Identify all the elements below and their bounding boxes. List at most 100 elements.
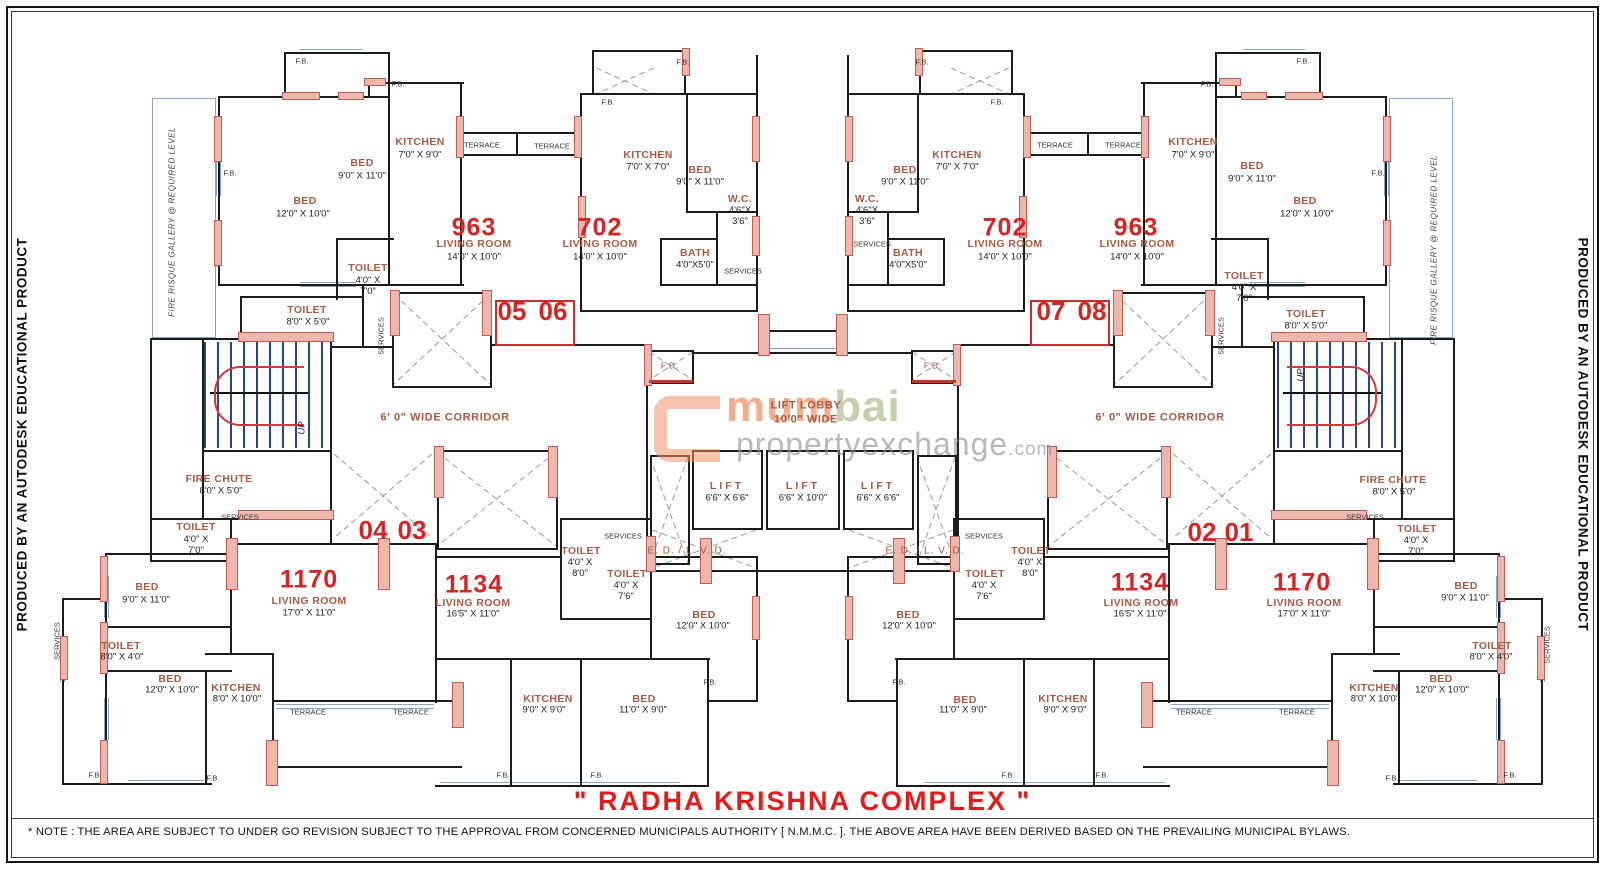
wall-segment [460, 82, 462, 286]
room-label-bath: BATH [680, 246, 710, 259]
fb-label: F.B. [295, 56, 309, 66]
wall-fill [1327, 740, 1339, 786]
wall-segment [458, 132, 582, 134]
room-label-bed: BED [1429, 672, 1453, 685]
room-label-toilet: TOILET [1224, 269, 1264, 282]
wall-segment [1011, 50, 1013, 95]
wall-segment [896, 785, 1170, 787]
wall-fill [758, 314, 770, 356]
services-vertical-label: SERVICES [52, 622, 62, 660]
room-label-bed: BED [1240, 159, 1264, 172]
wall-segment [1541, 598, 1543, 785]
ed-lvd-label: E. D. / L. V. D. [885, 545, 965, 557]
wall-segment [362, 284, 364, 346]
room-label-living: LIVING ROOM [1103, 596, 1179, 609]
wall-segment [1143, 82, 1145, 286]
dim-label: 8'0" X 10'0" [212, 693, 262, 705]
dim-label: 7'0" X 9'0" [398, 149, 442, 161]
fb-label: F.B. [1296, 56, 1310, 66]
wall-fill [1367, 538, 1379, 590]
wall-segment [766, 450, 840, 452]
wall-segment [272, 766, 462, 768]
wall-fill [1497, 622, 1505, 674]
wall-fill [845, 116, 853, 162]
wall-fill [1383, 220, 1391, 266]
side-text-right: PRODUCED BY AN AUTODESK EDUCATIONAL PROD… [1575, 237, 1591, 632]
room-label-living: LIVING ROOM [436, 237, 512, 250]
room-label-kitchen: KITCHEN [1349, 681, 1399, 694]
terrace-label: TERRACE [393, 707, 429, 717]
wall-segment [1267, 238, 1269, 300]
room-label-toilet: TOILET [1472, 639, 1512, 652]
flat-number-06: 06 [538, 296, 568, 327]
wall-segment [847, 700, 898, 702]
wall-segment [692, 450, 763, 452]
wall-segment [917, 455, 957, 457]
room-label-toilet: TOILET [176, 520, 216, 533]
wall-segment [1211, 346, 1273, 348]
up-label: UP [296, 421, 308, 435]
wall-fill [644, 344, 652, 386]
wall-segment [917, 563, 957, 565]
wall-segment [592, 50, 686, 52]
wall-fill [845, 596, 853, 640]
wall-segment [1141, 82, 1237, 84]
wall-fill [266, 740, 278, 786]
wall-segment [760, 352, 846, 354]
wall-segment [1453, 520, 1455, 562]
wall-segment [240, 296, 362, 298]
room-label-kitchen: KITCHEN [1168, 135, 1218, 148]
shaft-x-marker [912, 352, 956, 380]
dim-label: 6'6" X 6'6" [705, 492, 749, 504]
wall-segment [843, 450, 914, 452]
fb-label: F.B. [990, 97, 1004, 107]
wall-fill [1219, 78, 1241, 86]
wall-segment [761, 450, 763, 530]
room-label-bed: BED [350, 156, 374, 169]
shaft-x-marker [1173, 454, 1271, 538]
dim-label: 8'0" X 4'0" [100, 651, 144, 663]
wall-fill [456, 116, 464, 158]
dim-label: 4'6"X 3'6" [728, 205, 752, 227]
room-label-living: LIVING ROOM [1266, 596, 1342, 609]
room-label-kitchen: KITCHEN [623, 148, 673, 161]
wall-segment [1243, 296, 1365, 298]
wall-segment [62, 598, 64, 785]
dim-label: 17'0" X 11'0" [282, 607, 336, 619]
room-label-kitchen: KITCHEN [211, 681, 261, 694]
dim-label: 9'0" X 11'0" [338, 170, 386, 182]
up-label: UP [1295, 368, 1307, 382]
wall-segment [955, 455, 957, 565]
dim-label: 17'0" X 11'0" [1277, 608, 1331, 620]
room-label-toilet: TOILET [1011, 544, 1051, 557]
room-label-bath: BATH [893, 246, 923, 259]
wall-segment [650, 455, 652, 565]
wall-segment [650, 455, 690, 457]
wall-segment [1398, 670, 1400, 785]
fb-label: F.B. [391, 79, 405, 89]
dim-label: 4'0" X 7'0" [1231, 282, 1257, 304]
wall-segment [1215, 52, 1321, 54]
dim-label: 9'0" X 11'0" [676, 176, 724, 188]
wall-fill [282, 92, 320, 100]
wall-segment [105, 553, 232, 555]
fd-label: F.D. [923, 361, 943, 371]
wall-fill [1019, 196, 1027, 238]
wall-segment [580, 310, 758, 312]
services-label: SERVICES [853, 239, 891, 249]
wall-segment [843, 450, 845, 530]
room-label-bed: BED [953, 693, 977, 706]
wall-segment [847, 93, 919, 95]
wall-fill [434, 446, 444, 498]
wall-segment [284, 52, 390, 54]
note-divider-line [11, 818, 1594, 819]
wall-segment [917, 93, 919, 213]
entry-vestibule [495, 300, 575, 346]
wall-segment [1363, 296, 1365, 336]
room-label-toilet: TOILET [965, 567, 1005, 580]
dim-label: 4'0" X 7'0" [355, 275, 381, 297]
wall-segment [435, 543, 437, 703]
wall-segment [648, 350, 694, 352]
wall-segment [1211, 292, 1213, 388]
